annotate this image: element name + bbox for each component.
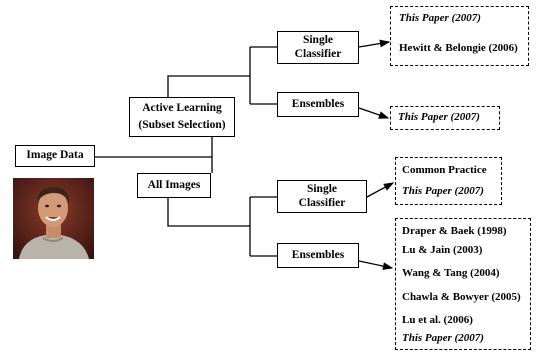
portrait-photo (13, 178, 94, 259)
refs-active-single: This Paper (2007) Hewitt & Belongie (200… (390, 6, 529, 66)
ref-item: This Paper (2007) (399, 12, 481, 24)
node-all-images-label: All Images (147, 178, 201, 191)
ref-item: Chawla & Bowyer (2005) (402, 291, 521, 303)
ref-item: Lu et al. (2006) (402, 314, 473, 326)
node-active-single-classifier-line1: Single (302, 34, 334, 47)
node-all-images: All Images (137, 173, 211, 198)
ref-item: This Paper (2007) (398, 111, 480, 123)
node-active-single-classifier: Single Classifier (277, 31, 359, 64)
connector-active-up (167, 75, 250, 97)
ref-item: Common Practice (402, 164, 487, 176)
ref-item: This Paper (2007) (402, 185, 484, 197)
ref-item: Hewitt & Belongie (2006) (399, 42, 518, 54)
node-all-ensembles: Ensembles (277, 243, 359, 268)
node-all-single-classifier-line1: Single (306, 183, 338, 196)
node-all-single-classifier-line2: Classifier (298, 196, 346, 209)
node-all-ensembles-label: Ensembles (291, 248, 345, 261)
ref-item: Wang & Tang (2004) (402, 267, 500, 279)
arrow-active-ensembles (358, 107, 390, 119)
node-active-learning: Active Learning (Subset Selection) (129, 97, 235, 137)
arrow-all-ensembles (358, 260, 394, 270)
ref-item: This Paper (2007) (402, 332, 484, 344)
node-active-single-classifier-line2: Classifier (294, 47, 342, 60)
node-active-learning-label: Active Learning (142, 101, 222, 114)
refs-active-ensembles: This Paper (2007) (390, 106, 500, 130)
node-active-ensembles-label: Ensembles (291, 97, 345, 110)
node-active-learning-sublabel: (Subset Selection) (138, 119, 226, 131)
node-active-ensembles: Ensembles (277, 92, 359, 117)
ref-item: Lu & Jain (2003) (402, 244, 483, 256)
refs-all-ensembles: Draper & Baek (1998) Lu & Jain (2003) Wa… (395, 218, 531, 350)
node-image-data-label: Image Data (26, 149, 84, 162)
node-all-single-classifier: Single Classifier (277, 180, 367, 213)
arrow-all-single (366, 182, 395, 198)
ref-item: Draper & Baek (1998) (402, 225, 507, 237)
refs-all-single: Common Practice This Paper (2007) (395, 157, 502, 205)
node-image-data: Image Data (15, 145, 95, 167)
arrow-active-single (358, 39, 391, 48)
connector-all-down (167, 198, 250, 227)
